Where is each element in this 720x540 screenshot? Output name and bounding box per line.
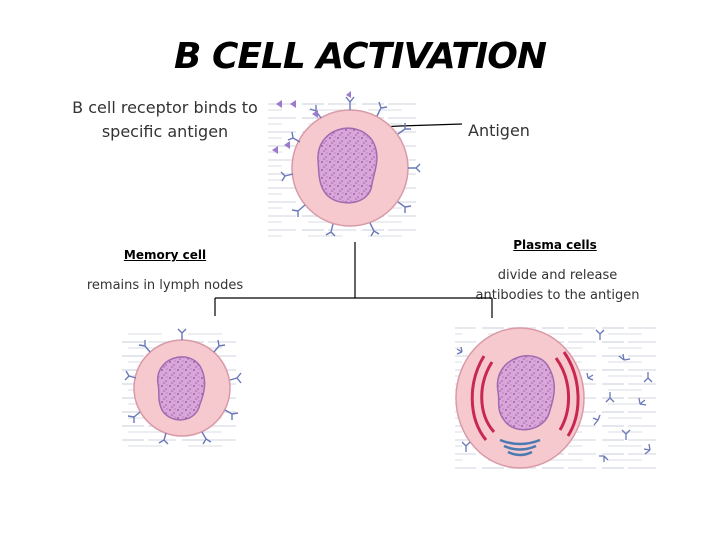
b-cell-with-antigen — [272, 91, 421, 237]
rough-er — [470, 351, 580, 441]
memory-cell-description: remains in lymph nodes — [86, 278, 244, 293]
released-antibodies — [456, 329, 653, 462]
plasma-cells-heading: Plasma cells — [513, 238, 597, 252]
golgi-apparatus — [499, 438, 541, 457]
memory-cell-receptors — [124, 328, 242, 445]
memory-cell — [124, 328, 242, 445]
plasma-cell-nucleus — [496, 355, 555, 431]
memory-cell-nucleus — [157, 356, 206, 421]
b-cell-nucleus — [317, 127, 378, 204]
memory-cell-heading: Memory cell — [123, 248, 207, 262]
plasma-cell — [455, 327, 653, 469]
antigen-label: Antigen — [468, 121, 530, 140]
connector-lines — [214, 123, 493, 318]
plasma-cells-description: divide and release antibodies to the ant… — [475, 268, 640, 303]
page-title: B CELL ACTIVATION — [173, 36, 547, 77]
antigen-pointer-line-2 — [399, 123, 463, 127]
receptor-label: B cell receptor binds to specific antige… — [72, 98, 258, 141]
antigen-particles — [272, 91, 351, 154]
